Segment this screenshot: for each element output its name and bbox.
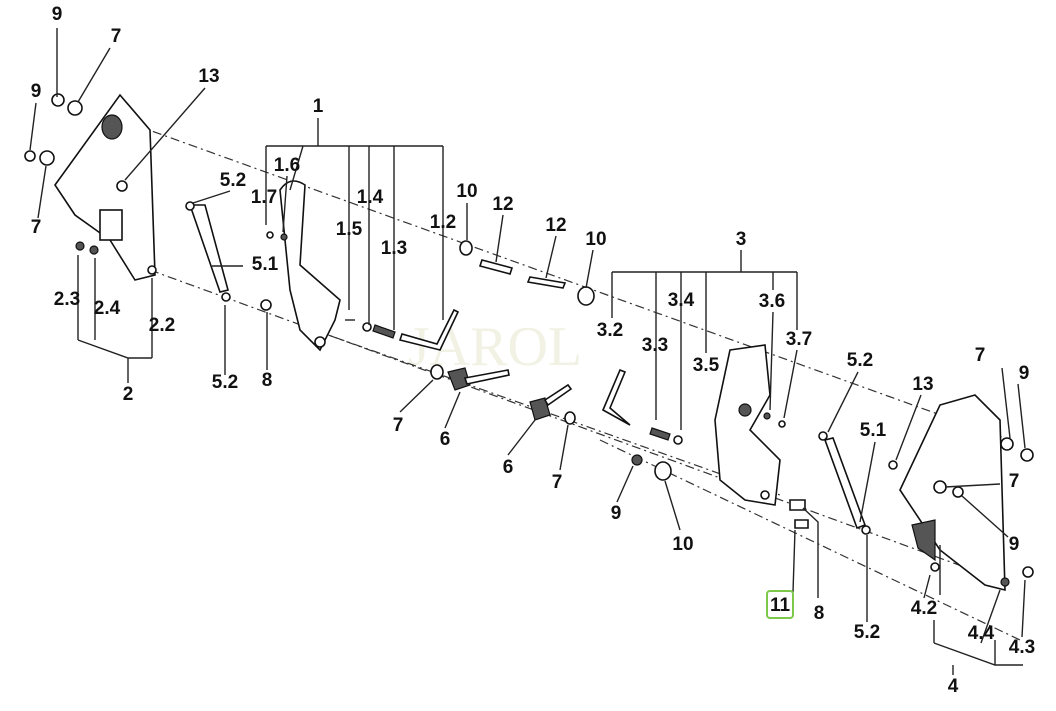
callout-label[interactable]: 7 <box>111 26 122 47</box>
callout-label[interactable]: 5.2 <box>220 170 246 191</box>
callout-label[interactable]: 3.2 <box>597 320 623 341</box>
callout-label[interactable]: 1.4 <box>357 187 384 208</box>
callout-label[interactable]: 2.2 <box>149 315 175 336</box>
callout-label[interactable]: 4.4 <box>968 623 995 644</box>
callout-label[interactable]: 10 <box>672 534 693 555</box>
callout-label[interactable]: 3.5 <box>693 355 720 376</box>
callout-label[interactable]: 4.2 <box>911 598 937 619</box>
callout-label[interactable]: 12 <box>492 194 513 215</box>
left-side-plate <box>24 93 157 281</box>
callout-label[interactable]: 7 <box>31 217 42 238</box>
callout-label[interactable]: 9 <box>31 81 42 102</box>
callout-label[interactable]: 9 <box>1009 534 1020 555</box>
callout-label[interactable]: 6 <box>503 457 514 478</box>
callout-label[interactable]: 3.7 <box>786 329 812 350</box>
highlight-box <box>766 590 794 619</box>
callout-label[interactable]: 9 <box>611 503 622 524</box>
callout-label[interactable]: 3.4 <box>668 290 695 311</box>
callout-label[interactable]: 1.7 <box>251 187 277 208</box>
callout-label[interactable]: 9 <box>1019 363 1030 384</box>
callout-label[interactable]: 3.3 <box>642 335 668 356</box>
callout-label[interactable]: 6 <box>440 429 451 450</box>
callout-label[interactable]: 7 <box>975 345 986 366</box>
callout-label[interactable]: 5.2 <box>847 350 873 371</box>
callout-label-highlighted[interactable]: 11 <box>770 595 791 616</box>
callout-label[interactable]: 5.1 <box>860 420 887 441</box>
callout-label[interactable]: 3 <box>736 229 747 250</box>
callout-label[interactable]: 13 <box>912 374 933 395</box>
callout-label[interactable]: 7 <box>393 415 404 436</box>
lever-assembly <box>266 180 460 352</box>
callout-label[interactable]: 7 <box>552 472 563 493</box>
callout-label[interactable]: 1.6 <box>274 155 300 176</box>
callout-labels: 9 7 9 13 7 5.2 1 1.6 1.7 1.5 1.4 1.3 1.2… <box>31 4 1036 697</box>
callout-label[interactable]: 12 <box>545 215 566 236</box>
callout-label[interactable]: 1 <box>313 96 324 117</box>
callout-label[interactable]: 7 <box>1009 471 1020 492</box>
callout-label[interactable]: 5.2 <box>854 622 880 643</box>
leader-lines <box>29 28 1026 675</box>
callout-label[interactable]: 8 <box>814 603 825 624</box>
callout-label[interactable]: 8 <box>262 370 273 391</box>
callout-label[interactable]: 9 <box>52 4 63 25</box>
right-gas-strut <box>818 431 871 535</box>
bracket-assembly <box>714 344 809 529</box>
small-parts <box>430 240 683 481</box>
callout-label[interactable]: 1.5 <box>336 219 363 240</box>
callout-label[interactable]: 1.2 <box>430 212 456 233</box>
callout-label[interactable]: 10 <box>585 229 606 250</box>
callout-label[interactable]: 10 <box>456 181 477 202</box>
callout-label[interactable]: 4.3 <box>1009 637 1035 658</box>
callout-label[interactable]: 2.3 <box>54 289 80 310</box>
callout-label[interactable]: 4 <box>948 676 959 697</box>
callout-label[interactable]: 5.1 <box>252 254 279 275</box>
right-side-plate <box>888 394 1034 592</box>
callout-label[interactable]: 1.3 <box>381 238 407 259</box>
callout-label[interactable]: 3.6 <box>759 291 785 312</box>
callout-label[interactable]: 13 <box>198 66 219 87</box>
callout-label[interactable]: 2.4 <box>94 298 121 319</box>
callout-label[interactable]: 2 <box>123 384 134 405</box>
left-gas-strut <box>185 201 272 311</box>
callout-label[interactable]: 5.2 <box>212 372 238 393</box>
